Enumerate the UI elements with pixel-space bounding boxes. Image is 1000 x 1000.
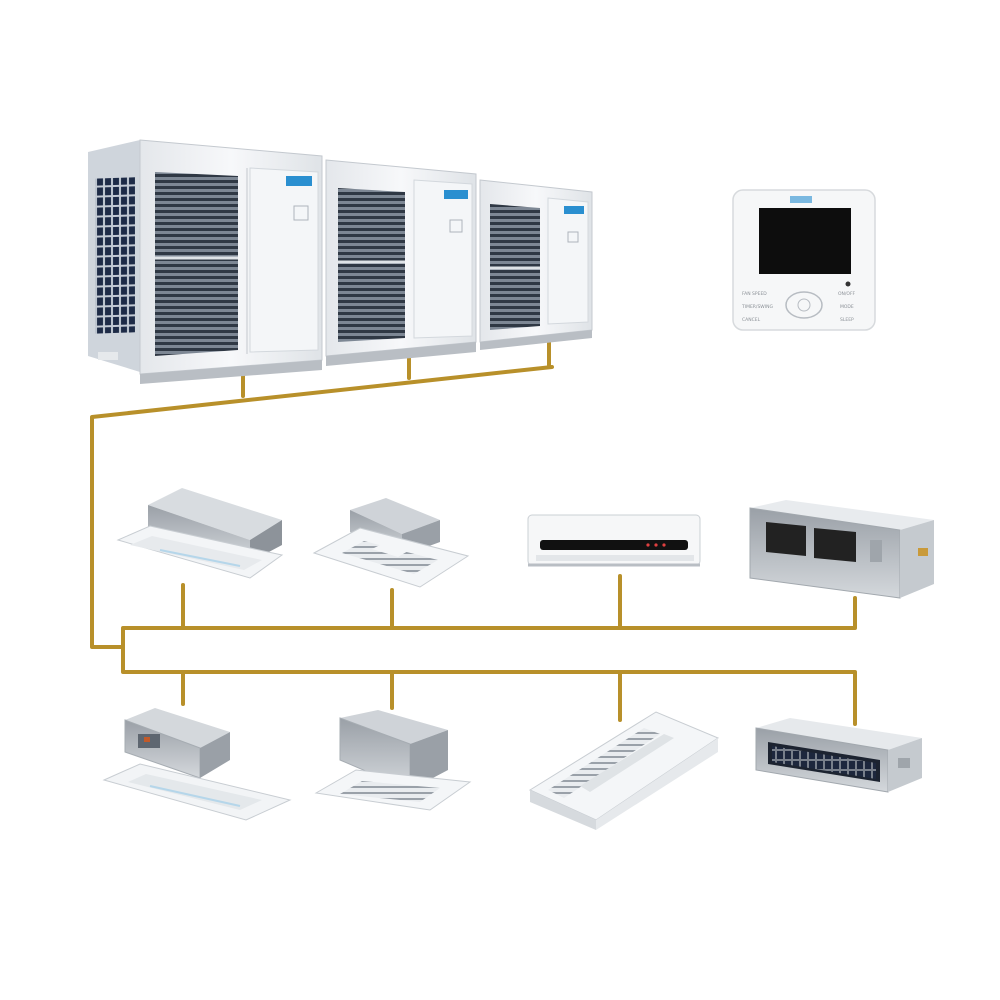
compact-cassette-unit (102, 708, 292, 821)
slim-duct-unit (755, 718, 922, 793)
controller-label-timer: TIMER/SWING (741, 304, 773, 310)
indicator-light (845, 281, 851, 287)
four-way-cassette-unit (312, 498, 470, 588)
outdoor-unit-3 (479, 179, 593, 350)
outdoor-unit-2 (325, 159, 477, 366)
one-way-cassette-unit (116, 488, 284, 579)
brand-logo (286, 176, 312, 186)
controller-label-mode: MODE (840, 304, 854, 310)
controller-label-cancel: CANCEL (742, 317, 761, 323)
navigation-pad (785, 291, 823, 319)
controller-label-fan-speed: FAN SPEED (742, 291, 767, 297)
refrigerant-piping (90, 340, 857, 726)
high-static-duct-unit (749, 500, 934, 599)
row2-header-pipe (121, 645, 857, 726)
wall-mounted-unit (527, 514, 701, 567)
controller-label-sleep: SLEEP (840, 317, 854, 323)
outdoor-unit-1 (88, 139, 323, 384)
ceiling-floor-unit (528, 711, 720, 830)
row1-header-pipe (121, 596, 857, 649)
controller-label-onoff: ON/OFF (838, 291, 856, 297)
brand-logo (444, 190, 468, 199)
brand-logo (790, 196, 812, 203)
enter-button (797, 298, 811, 312)
compact-four-way-cassette-unit (314, 710, 472, 811)
controller-screen (759, 208, 851, 274)
brand-logo (564, 206, 584, 214)
outdoor-unit-group (88, 139, 593, 384)
wired-controller: FAN SPEED TIMER/SWING CANCEL ON/OFF MODE… (732, 189, 876, 331)
main-header-pipe (90, 365, 554, 649)
